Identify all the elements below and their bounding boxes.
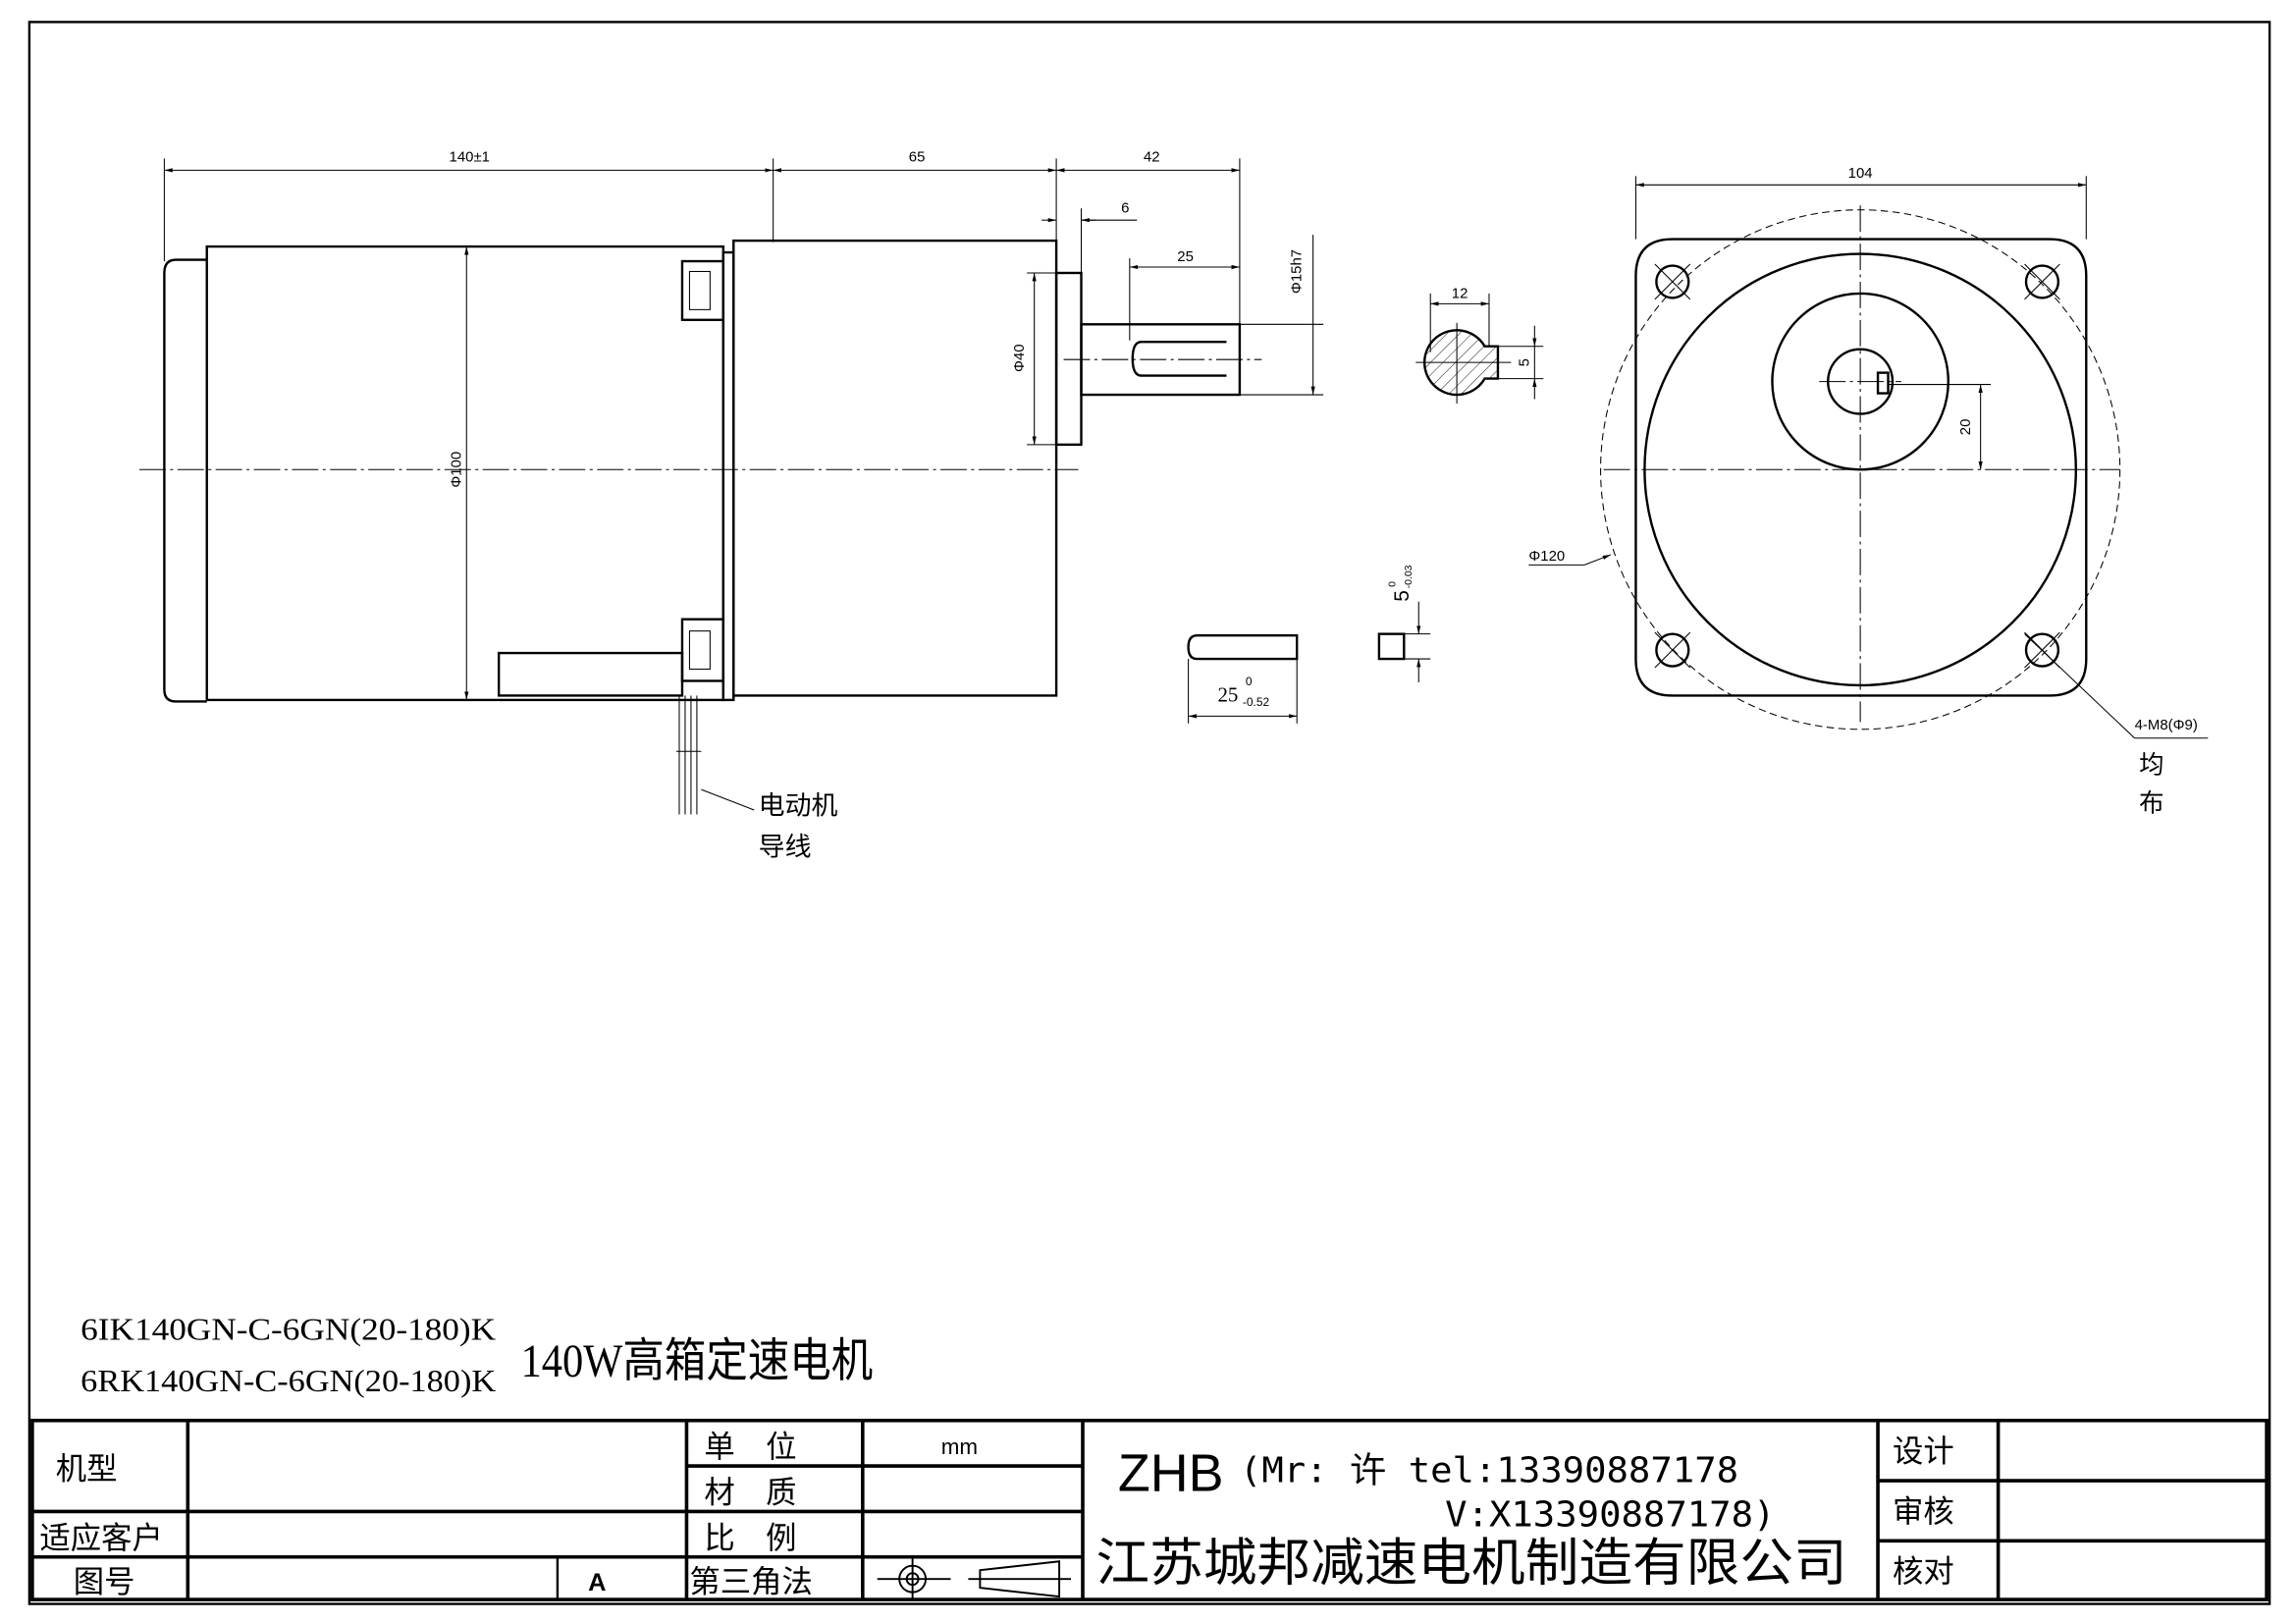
model-description: 140W高箱定速电机 — [521, 1335, 874, 1387]
dim-shaft-length: 42 — [1144, 148, 1160, 165]
dim-key-length: 25 — [1177, 248, 1194, 265]
dim-pilot-diameter: Φ40 — [1011, 344, 1028, 372]
side-view: 电动机 导线 140±1 65 42 6 — [138, 148, 1324, 861]
company-name: 江苏城邦减速电机制造有限公司 — [1095, 1536, 1846, 1593]
dim-shaft-diameter: Φ15h7 — [1289, 249, 1306, 294]
shaft-section: 12 5 — [1415, 285, 1544, 405]
review-label: 审核 — [1893, 1494, 1954, 1529]
hole-note-1: 均 — [2139, 752, 2163, 780]
key-length-upper-tol: 0 — [1246, 675, 1253, 688]
third-angle-projection-icon — [877, 1558, 1072, 1600]
check-label: 核对 — [1893, 1554, 1954, 1589]
projection-label: 第三角法 — [689, 1565, 812, 1599]
key-length-lower-tol: -0.52 — [1243, 695, 1270, 709]
material-label: 材 质 — [704, 1475, 796, 1509]
dim-shaft-flat: 12 — [1452, 285, 1468, 301]
dim-keyway: 5 — [1516, 358, 1532, 366]
customer-label: 适应客户 — [39, 1521, 162, 1555]
terminal-bottom — [680, 618, 725, 682]
model-2: 6RK140GN-C-6GN(20-180)K — [80, 1364, 496, 1398]
drawing-no-label: 图号 — [74, 1565, 135, 1599]
front-view: 104 20 Φ120 4-M8(Φ9) 均 布 — [1528, 165, 2209, 818]
key-detail: 25 0 -0.52 5 0 -0.03 — [1187, 565, 1431, 724]
sheet-border — [27, 21, 2271, 1605]
machine-type-label: 机型 — [56, 1452, 118, 1487]
hole-note-2: 布 — [2139, 790, 2163, 818]
key-width-dim: 5 — [1391, 590, 1414, 602]
dim-pilot-thickness: 6 — [1121, 200, 1129, 217]
mounting-holes — [1655, 264, 2060, 668]
unit-label: 单 位 — [704, 1430, 796, 1464]
dim-flange-width: 104 — [1848, 165, 1873, 182]
contact-line-1: (Mr: 许 tel:13390887178 — [1240, 1451, 1738, 1491]
dim-gearbox-length: 65 — [909, 148, 926, 165]
dim-body-diameter: Φ100 — [448, 452, 464, 488]
lead-wire-label-1: 电动机 — [759, 790, 838, 820]
pilot — [1054, 271, 1083, 447]
brand: ZHB — [1118, 1443, 1224, 1502]
dim-shaft-offset: 20 — [1957, 419, 1974, 436]
key-slot — [1131, 341, 1227, 377]
hole-spec: 4-M8(Φ9) — [2135, 717, 2198, 733]
terminal-top — [680, 259, 725, 322]
lead-wires — [675, 695, 702, 815]
dim-pitch-circle: Φ120 — [1528, 548, 1565, 565]
revision: A — [588, 1569, 606, 1596]
cable-box — [497, 651, 684, 697]
key-width-lower-tol: -0.03 — [1404, 565, 1415, 588]
dim-motor-length: 140±1 — [450, 148, 490, 165]
title-block: 机型 适应客户 图号 A 单 位 mm 材 质 比 例 第三角法 ZHB (Mr… — [30, 1418, 2269, 1601]
model-1: 6IK140GN-C-6GN(20-180)K — [80, 1313, 496, 1347]
design-label: 设计 — [1893, 1434, 1954, 1469]
key-length-dim: 25 — [1217, 682, 1238, 706]
key-width-upper-tol: 0 — [1387, 581, 1398, 587]
unit-value: mm — [941, 1434, 978, 1459]
contact-line-2: V:X13390887178) — [1445, 1494, 1775, 1535]
scale-label: 比 例 — [704, 1521, 796, 1555]
lead-wire-label-2: 导线 — [759, 832, 812, 861]
